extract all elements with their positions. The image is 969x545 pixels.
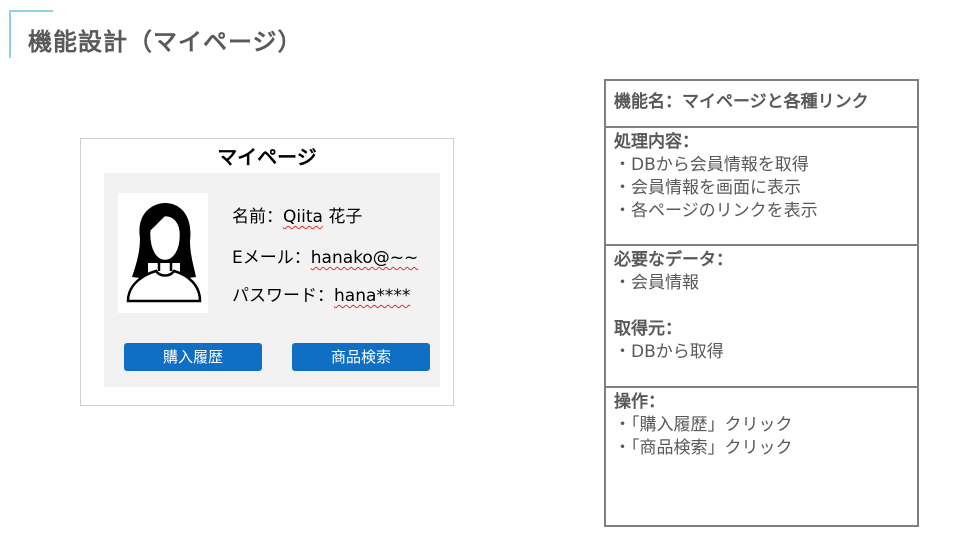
- password-value: hana****: [334, 286, 411, 306]
- password-label: パスワード：: [232, 286, 334, 306]
- processing-item: ・DBから会員情報を取得: [614, 155, 809, 175]
- mypage-mockup: マイページ 名前：Qiita 花子 Eメール：hanako@~~: [80, 138, 454, 406]
- processing-item: ・各ページのリンクを表示: [614, 201, 818, 221]
- operation-item: ・「商品検索」クリック: [614, 438, 793, 458]
- page-title: 機能設計（マイページ）: [28, 28, 303, 56]
- mockup-title: マイページ: [217, 145, 317, 169]
- user-avatar-icon: [118, 193, 208, 313]
- data-source-heading: 取得元：: [614, 319, 682, 339]
- name-value: Qiita: [283, 207, 323, 227]
- processing-heading: 処理内容：: [614, 132, 699, 152]
- processing-item: ・会員情報を画面に表示: [614, 178, 801, 198]
- data-source-item: ・DBから取得: [614, 342, 724, 362]
- title-accent-bracket: [9, 10, 53, 58]
- email-label: Eメール：: [232, 248, 311, 268]
- email-value: hanako@~~: [310, 248, 419, 268]
- purchase-history-button[interactable]: 購入履歴: [124, 343, 262, 371]
- function-name-cell: 機能名：マイページと各種リンク: [606, 81, 917, 128]
- required-data-heading: 必要なデータ：: [614, 250, 733, 270]
- processing-cell: 処理内容： ・DBから会員情報を取得 ・会員情報を画面に表示 ・各ページのリンク…: [606, 128, 917, 246]
- name-value-rest: 花子: [322, 207, 363, 227]
- function-name: 機能名：マイページと各種リンク: [614, 92, 869, 112]
- function-spec-table: 機能名：マイページと各種リンク 処理内容： ・DBから会員情報を取得 ・会員情報…: [604, 79, 919, 527]
- operation-item: ・「購入履歴」クリック: [614, 415, 793, 435]
- email-field: Eメール：hanako@~~: [232, 243, 418, 268]
- product-search-button[interactable]: 商品検索: [292, 343, 430, 371]
- profile-panel: 名前：Qiita 花子 Eメール：hanako@~~ パスワード：hana***…: [104, 173, 440, 387]
- required-data-cell: 必要なデータ： ・会員情報 取得元： ・DBから取得: [606, 246, 917, 388]
- password-field: パスワード：hana****: [232, 281, 410, 306]
- name-field: 名前：Qiita 花子: [232, 202, 362, 227]
- name-label: 名前：: [232, 207, 283, 227]
- required-data-item: ・会員情報: [614, 273, 699, 293]
- operations-cell: 操作： ・「購入履歴」クリック ・「商品検索」クリック: [606, 388, 917, 525]
- operations-heading: 操作：: [614, 392, 665, 412]
